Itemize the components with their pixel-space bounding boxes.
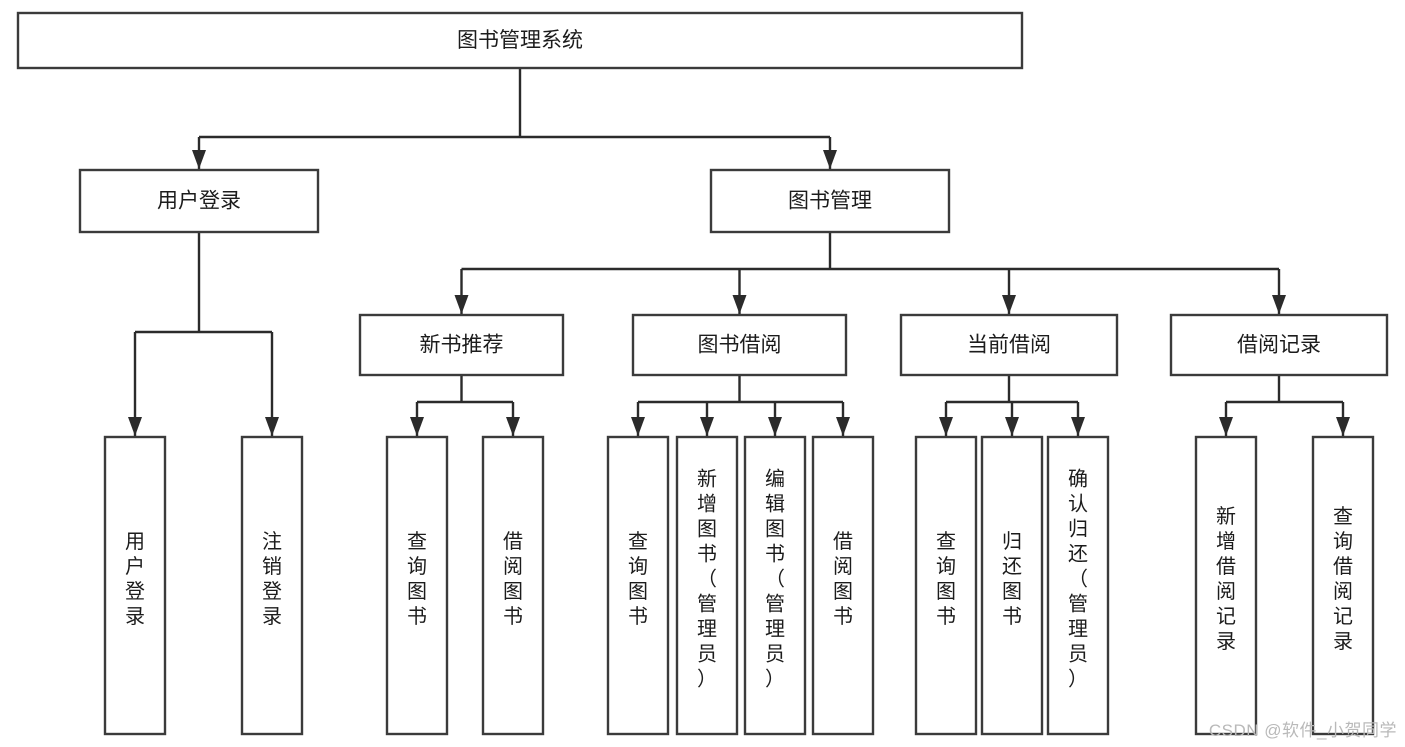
leaf-node[interactable]: 查询图书 — [914, 435, 978, 736]
level3-node-box — [899, 313, 1119, 377]
leaf-node-label: 编辑图书（管理员） — [765, 468, 785, 691]
node-layer: 图书管理系统用户登录图书管理新书推荐图书借阅当前借阅借阅记录用户登录注销登录查询… — [16, 11, 1389, 736]
leaf-node[interactable]: 注销登录 — [240, 435, 304, 736]
leaf-node-label: 新增借阅记录 — [1216, 505, 1236, 653]
leaf-node-label: 查询图书 — [407, 530, 427, 628]
level3-node-box — [631, 313, 848, 377]
arrow-head-icon — [506, 417, 520, 436]
leaf-node[interactable]: 查询图书 — [606, 435, 670, 736]
level3-node-box — [1169, 313, 1389, 377]
watermark-label: CSDN @软件_小贺同学 — [1208, 721, 1397, 740]
leaf-node[interactable]: 新增借阅记录 — [1194, 435, 1258, 736]
leaf-node-label: 用户登录 — [125, 531, 145, 628]
arrow-head-icon — [128, 417, 142, 436]
leaf-node-label: 查询图书 — [936, 530, 956, 628]
connector-layer — [128, 68, 1350, 436]
level3-node-box — [358, 313, 565, 377]
level3-node-label: 当前借阅 — [967, 334, 1051, 357]
arrow-head-icon — [192, 150, 206, 169]
arrow-head-icon — [631, 417, 645, 436]
leaf-node[interactable]: 归还图书 — [980, 435, 1044, 736]
arrow-head-icon — [1005, 417, 1019, 436]
root-node-label: 图书管理系统 — [457, 29, 583, 52]
leaf-node-box — [743, 435, 807, 736]
leaf-node-box — [811, 435, 875, 736]
level3-node-label: 图书借阅 — [698, 334, 782, 357]
leaf-node[interactable]: 查询图书 — [385, 435, 449, 736]
leaf-node-box — [675, 435, 739, 736]
leaf-node-box — [385, 435, 449, 736]
leaf-node-box — [1194, 435, 1258, 736]
level3-node[interactable]: 图书借阅 — [631, 313, 848, 377]
arrow-head-icon — [939, 417, 953, 436]
level2-node[interactable]: 用户登录 — [78, 168, 320, 234]
arrow-head-icon — [700, 417, 714, 436]
leaf-node-box — [1046, 435, 1110, 736]
leaf-node-label: 借阅图书 — [503, 530, 523, 628]
leaf-node[interactable]: 编辑图书（管理员） — [743, 435, 807, 736]
leaf-node-box — [240, 435, 304, 736]
leaf-node-label: 借阅图书 — [833, 530, 853, 628]
arrow-head-icon — [1272, 295, 1286, 314]
leaf-node[interactable]: 查询借阅记录 — [1311, 435, 1375, 736]
arrow-head-icon — [1002, 295, 1016, 314]
level3-node[interactable]: 借阅记录 — [1169, 313, 1389, 377]
arrow-head-icon — [1336, 417, 1350, 436]
arrow-head-icon — [732, 295, 747, 314]
arrow-head-icon — [265, 417, 279, 436]
leaf-node-label: 新增图书（管理员） — [697, 468, 717, 691]
level3-node[interactable]: 当前借阅 — [899, 313, 1119, 377]
leaf-node[interactable]: 确认归还（管理员） — [1046, 435, 1110, 736]
leaf-node-label: 归还图书 — [1002, 530, 1022, 628]
level3-node-label: 借阅记录 — [1237, 334, 1321, 357]
level2-node-box — [78, 168, 320, 234]
level2-node-label: 图书管理 — [788, 190, 872, 213]
leaf-node-box — [606, 435, 670, 736]
leaf-node[interactable]: 用户登录 — [103, 435, 167, 736]
leaf-node[interactable]: 新增图书（管理员） — [675, 435, 739, 736]
level3-node-label: 新书推荐 — [420, 334, 504, 357]
leaf-node[interactable]: 借阅图书 — [811, 435, 875, 736]
leaf-node-box — [914, 435, 978, 736]
arrow-head-icon — [836, 417, 850, 436]
arrow-head-icon — [410, 417, 424, 436]
arrow-head-icon — [454, 295, 469, 314]
leaf-node-label: 注销登录 — [262, 530, 282, 628]
level3-node[interactable]: 新书推荐 — [358, 313, 565, 377]
arrow-head-icon — [1071, 417, 1085, 436]
root-node[interactable]: 图书管理系统 — [16, 11, 1024, 70]
leaf-node-label: 查询图书 — [628, 530, 648, 628]
level2-node-label: 用户登录 — [157, 190, 241, 213]
root-node-box — [16, 11, 1024, 70]
leaf-node[interactable]: 借阅图书 — [481, 435, 545, 736]
leaf-node-box — [481, 435, 545, 736]
leaf-node-box — [980, 435, 1044, 736]
arrow-head-icon — [1219, 417, 1233, 436]
leaf-node-label: 确认归还（管理员） — [1068, 468, 1088, 691]
arrow-head-icon — [768, 417, 782, 436]
level2-node-box — [709, 168, 951, 234]
arrow-head-icon — [823, 150, 837, 169]
leaf-node-label: 查询借阅记录 — [1333, 505, 1353, 653]
leaf-node-box — [1311, 435, 1375, 736]
leaf-node-box — [103, 435, 167, 736]
level2-node[interactable]: 图书管理 — [709, 168, 951, 234]
